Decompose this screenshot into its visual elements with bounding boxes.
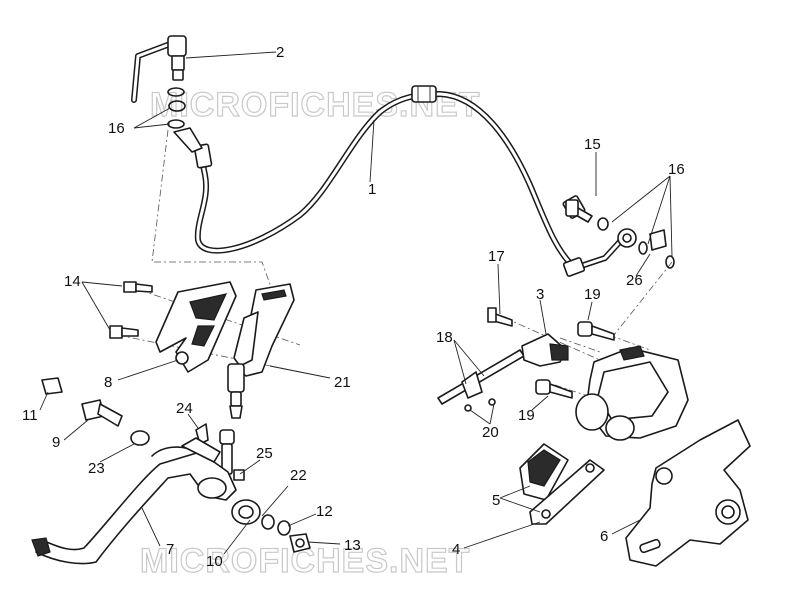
callout-2: 2 [276, 44, 284, 61]
callout-25: 25 [256, 445, 273, 462]
callout-10: 10 [206, 553, 223, 570]
reservoir-fitting [131, 35, 187, 103]
leader-lines [39, 51, 673, 555]
callout-23: 23 [88, 460, 105, 477]
callout-labels: 1 2 3 4 5 6 7 8 9 10 11 12 13 14 15 16 1… [22, 44, 685, 570]
pivot-hardware [41, 377, 150, 446]
callout-26: 26 [626, 272, 643, 289]
callout-17: 17 [488, 248, 505, 265]
bleeder-bracket [437, 307, 569, 405]
callout-11: 11 [22, 407, 38, 424]
brake-pedal [31, 437, 237, 565]
caliper-bracket [625, 419, 751, 567]
callout-5: 5 [492, 492, 500, 509]
pedal-pivot-stack [231, 499, 311, 553]
brake-pads [519, 443, 605, 525]
mounting-bolts-14 [109, 281, 153, 339]
callout-14: 14 [64, 273, 81, 290]
callout-7: 7 [166, 541, 174, 558]
callout-22: 22 [290, 467, 307, 484]
caliper-bolts-19 [535, 321, 615, 399]
callout-12: 12 [316, 503, 333, 520]
callout-20: 20 [482, 424, 499, 441]
brake-hose [173, 85, 628, 277]
rear-master-cylinder [227, 283, 295, 419]
callout-6: 6 [600, 528, 608, 545]
callout-4: 4 [452, 541, 460, 558]
callout-8: 8 [104, 374, 112, 391]
callout-3: 3 [536, 286, 544, 303]
rear-brake-caliper [575, 345, 689, 441]
callout-21: 21 [334, 374, 351, 391]
callout-18: 18 [436, 329, 453, 346]
pushrod-clip [195, 423, 245, 481]
heel-guard-plate [155, 281, 237, 373]
bleed-screw-15 [565, 199, 579, 217]
callout-1: 1 [368, 181, 376, 198]
callout-15: 15 [584, 136, 601, 153]
callout-16-right: 16 [668, 161, 685, 178]
small-screws-20 [464, 398, 496, 412]
callout-24: 24 [176, 400, 193, 417]
callout-13: 13 [344, 537, 361, 554]
callout-16-top: 16 [108, 120, 125, 137]
callout-19-bottom: 19 [518, 407, 535, 424]
callout-9: 9 [52, 434, 60, 451]
callout-19-top: 19 [584, 286, 601, 303]
